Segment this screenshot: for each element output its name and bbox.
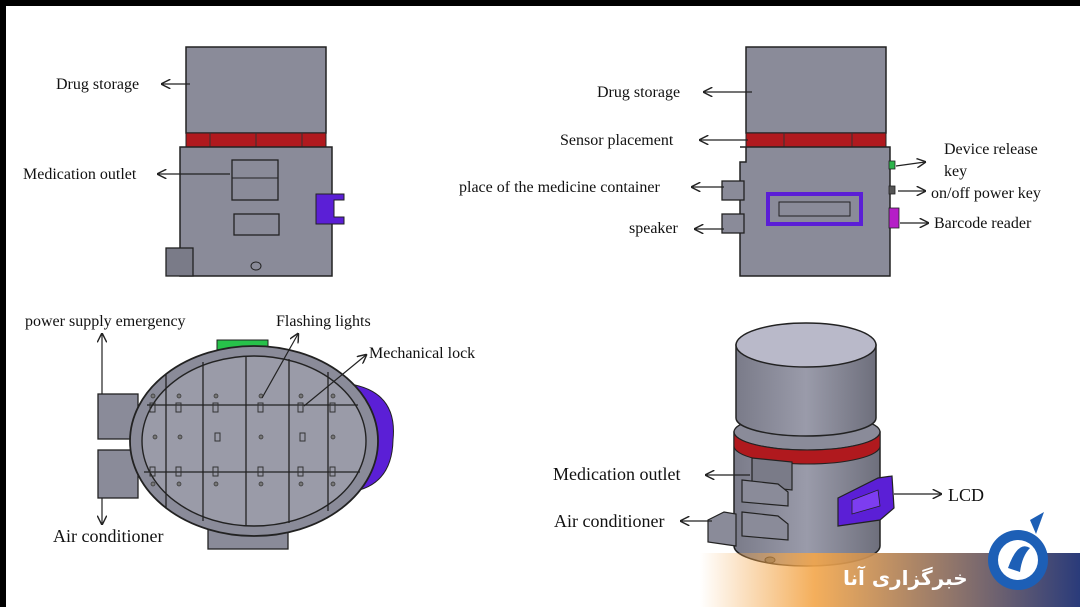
label-medication-outlet-iso: Medication outlet [553, 464, 681, 484]
label-speaker: speaker [629, 220, 678, 237]
bottom-hole [250, 261, 262, 271]
label-drug-storage-side: Drug storage [597, 84, 681, 101]
front-view [158, 46, 345, 277]
page-background [6, 6, 1080, 607]
side-view [692, 46, 928, 277]
power-key [888, 185, 896, 195]
label-sensor-placement: Sensor placement [560, 132, 674, 149]
watermark [700, 512, 1080, 607]
label-medication-outlet-front: Medication outlet [23, 166, 137, 183]
sensor-band-side [745, 132, 887, 148]
ana-news-agency-logo-icon [988, 512, 1048, 590]
device-release-key [888, 160, 896, 170]
lcd-bracket [315, 193, 345, 225]
label-device-release-key-line2: key [944, 163, 968, 180]
top-view [98, 334, 394, 550]
medicine-container-port [721, 180, 745, 201]
iso-air-conditioner [707, 511, 737, 547]
label-air-conditioner-top: Air conditioner [53, 526, 164, 546]
label-drug-storage-front: Drug storage [56, 76, 140, 93]
speaker-box [721, 213, 745, 234]
side-box [165, 247, 194, 277]
air-vent [233, 213, 280, 236]
label-power-supply-emergency: power supply emergency [25, 313, 186, 330]
medication-outlet [231, 159, 279, 201]
label-onoff-power-key: on/off power key [931, 185, 1041, 202]
label-lcd: LCD [948, 485, 984, 505]
barcode-reader [888, 207, 900, 229]
label-device-release-key-line1: Device release [944, 141, 1038, 158]
iso-view [681, 322, 941, 567]
iso-medication-outlet [741, 479, 789, 507]
watermark-text: خبرگزاری آنا [843, 566, 968, 590]
label-medicine-container: place of the medicine container [459, 179, 660, 196]
label-mechanical-lock: Mechanical lock [369, 345, 476, 362]
drug-storage-cylinder-side [745, 46, 887, 134]
label-barcode-reader: Barcode reader [934, 215, 1032, 232]
drug-storage-cylinder [185, 46, 327, 134]
label-flashing-lights: Flashing lights [276, 313, 371, 330]
iso-drug-storage [735, 344, 877, 437]
label-air-conditioner-iso: Air conditioner [554, 511, 665, 531]
